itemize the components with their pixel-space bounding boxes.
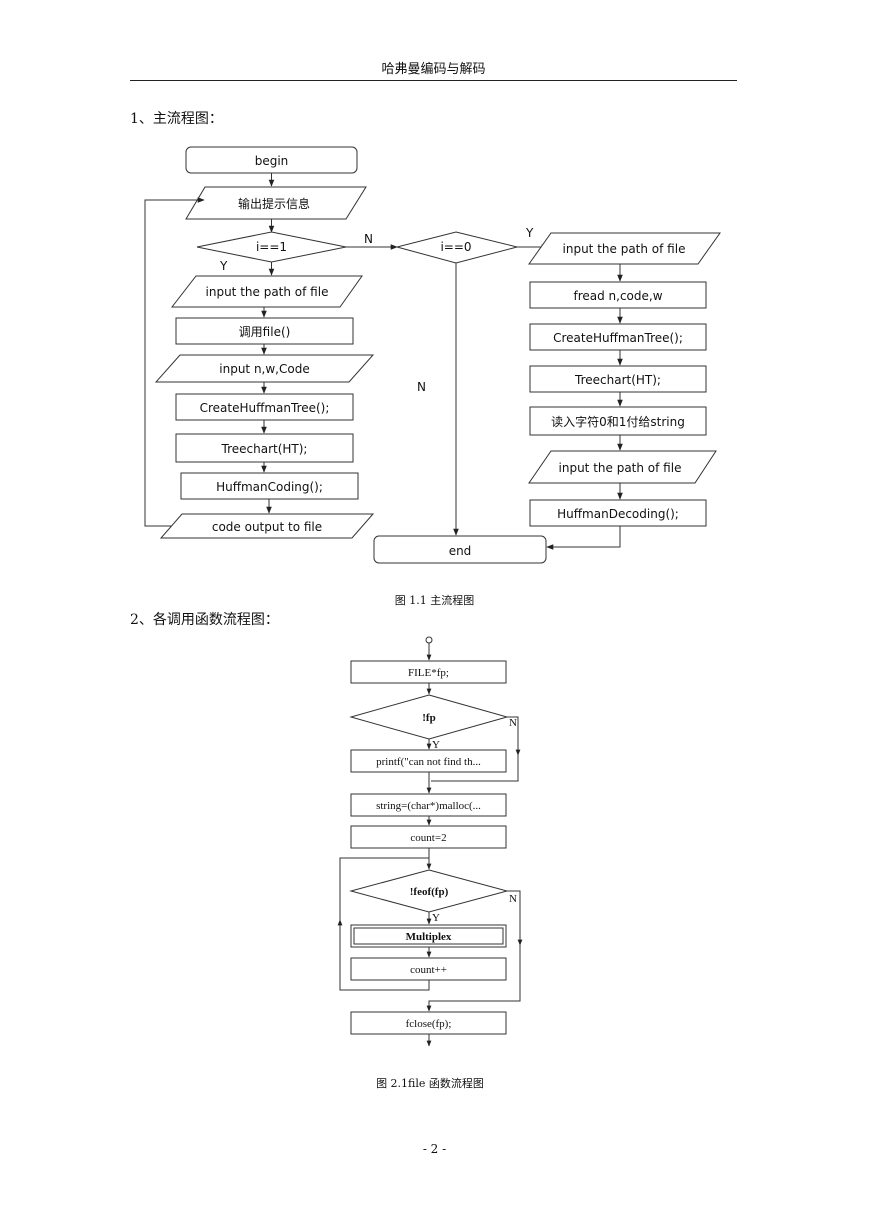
section2-caption: 图 2.1file 函数流程图 (376, 1077, 484, 1090)
end-text: end (449, 544, 472, 558)
label-y1: Y (219, 259, 228, 273)
header-rule (130, 80, 737, 81)
page-header: 哈弗曼编码与解码 (381, 62, 486, 77)
input-path-right2-node (528, 450, 717, 484)
create-tree-left-node (175, 393, 354, 421)
create-tree-right-text: CreateHuffmanTree(); (553, 331, 683, 345)
section2-heading: 2、各调用函数流程图： (130, 612, 279, 628)
label-n2: N (417, 380, 426, 394)
input-path-right-text: input the path of file (563, 242, 686, 256)
decoding-text: HuffmanDecoding(); (557, 507, 679, 521)
input-nwcode-node (154, 354, 375, 383)
coding-text: HuffmanCoding(); (216, 480, 323, 494)
label-n1: N (364, 232, 373, 246)
input-path-left-node (170, 275, 363, 308)
prompt-text: 输出提示信息 (238, 196, 310, 211)
label-y-fp: Y (432, 739, 440, 751)
label-y-feof: Y (432, 912, 440, 924)
call-file-text: 调用file() (239, 325, 291, 339)
label-n-feof: N (509, 893, 517, 905)
section1-caption: 图 1.1 主流程图 (394, 594, 475, 607)
input-nwcode-text: input n,w,Code (219, 362, 309, 376)
cond-i0-text: i==0 (440, 240, 471, 254)
input-path-right-node (528, 232, 721, 265)
read-chars-node (529, 406, 707, 436)
decoding-node (529, 499, 707, 527)
create-tree-left-text: CreateHuffmanTree(); (200, 401, 330, 415)
input-path-left-text: input the path of file (206, 285, 329, 299)
label-n-fp: N (509, 717, 517, 729)
count-inc-text: count++ (410, 964, 447, 976)
output-code-text: code output to file (212, 520, 322, 534)
begin-text: begin (255, 154, 289, 168)
decl-text: FILE*fp; (408, 667, 449, 679)
output-code-node (159, 513, 375, 539)
fclose-text: fclose(fp); (406, 1018, 452, 1030)
alloc-text: string=(char*)malloc(... (376, 800, 481, 812)
cond-i1-text: i==1 (256, 240, 287, 254)
read-chars-text: 读入字符0和1付给string (551, 414, 685, 429)
count-init-text: count=2 (410, 832, 446, 844)
multiplex-text: Multiplex (406, 931, 452, 943)
input-path-right2-text: input the path of file (559, 461, 682, 475)
fread-text: fread n,code,w (573, 289, 662, 303)
cond-fp-text: !fp (422, 712, 435, 724)
printf-text: printf("can not find th... (376, 756, 481, 768)
call-file-node (175, 317, 354, 345)
prompt-node (185, 186, 367, 220)
treechart-right-text: Treechart(HT); (574, 373, 661, 387)
cond-feof-text: !feof(fp) (410, 886, 449, 898)
label-y2: Y (525, 226, 534, 240)
start-circle (425, 636, 433, 644)
page-number: - 2 - (422, 1142, 447, 1156)
treechart-right-node (529, 365, 707, 393)
section1-heading: 1、主流程图： (130, 111, 223, 127)
end-node (373, 535, 547, 564)
treechart-left-text: Treechart(HT); (221, 442, 308, 456)
create-tree-right-node (529, 323, 707, 351)
fread-node (529, 281, 707, 309)
